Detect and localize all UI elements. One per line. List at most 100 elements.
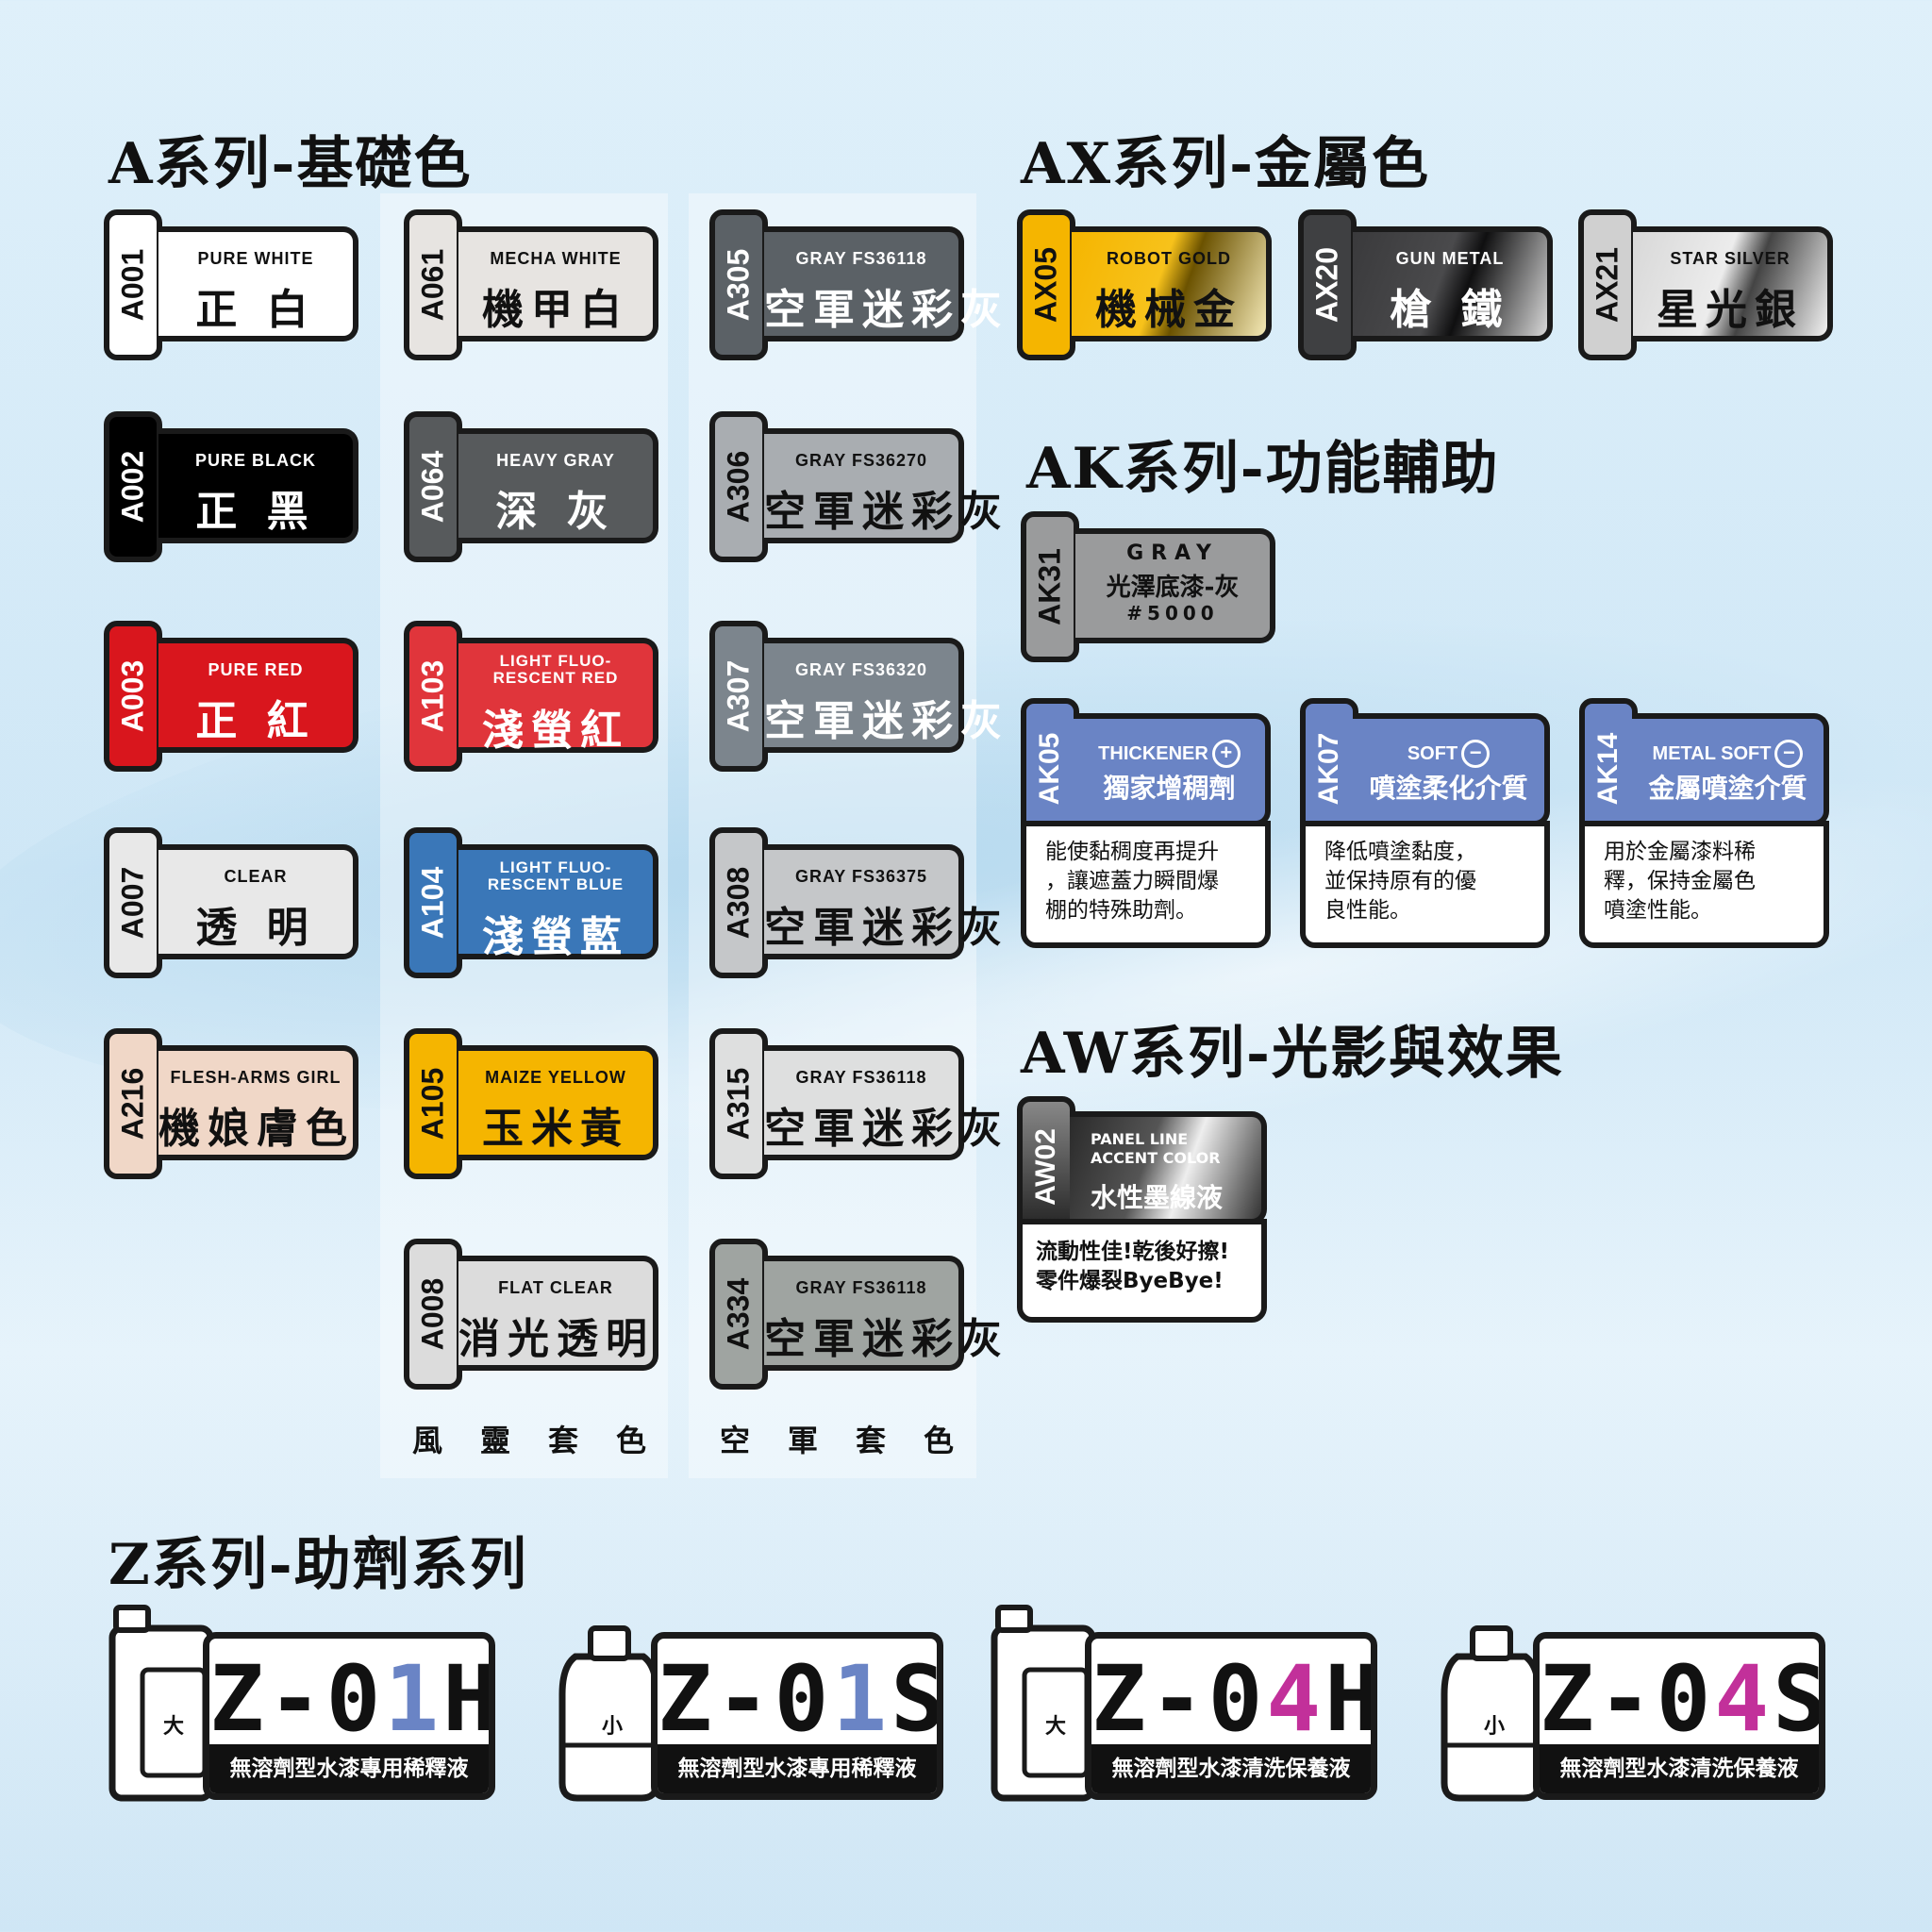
size-label: 小 [602,1715,624,1739]
z-product-number: Z-04S [1540,1646,1819,1752]
z-number-prefix: Z-0 [209,1646,385,1752]
paint-chinese-name: 深 灰 [495,488,616,536]
z-product-number: Z-01S [658,1646,937,1752]
paint-english-name: GRAY FS36270 [794,451,928,470]
z-product-number: Z-01H [209,1646,489,1752]
paint-code: A315 [721,1067,756,1141]
paint-chinese-name: 水性墨線液 [1091,1182,1224,1213]
paint-english-name: PURE RED [208,660,304,679]
paint-english-name-row: SOFT− [1353,740,1544,768]
paint-card-tab: A105 [404,1028,462,1179]
paint-description: 用於金屬漆料稀釋，保持金屬色噴塗性能。 [1579,821,1829,948]
paint-description: 降低噴塗黏度，並保持原有的優良性能。 [1300,821,1550,948]
paint-card-tab: AX21 [1578,209,1637,360]
paint-chinese-name: 消光透明 [458,1315,655,1363]
size-label: 大 [163,1715,185,1739]
paint-english-name: STAR SILVER [1670,249,1790,268]
paint-card-tab: A104 [404,827,462,978]
z-product-description: 無溶劑型水漆清洗保養液 [1540,1744,1819,1793]
paint-chinese-name: 空軍迷彩灰 [764,904,1009,952]
paint-code: AX21 [1590,246,1624,324]
paint-card-aw02[interactable]: AW02 PANEL LINE ACCENT COLOR 水性墨線液 流動性佳!… [1017,1096,1267,1346]
paint-chinese-name: 空軍迷彩灰 [764,1315,1009,1363]
paint-card-label: METAL SOFT−金屬噴塗介質 [1632,713,1829,826]
paint-code: AX05 [1028,246,1063,324]
paint-chinese-name: 金屬噴塗介質 [1648,773,1807,804]
paint-code: AK31 [1032,548,1067,625]
paint-card-tab: A064 [404,411,462,562]
paint-card-tab: A103 [404,621,462,772]
z-product-description: 無溶劑型水漆專用稀釋液 [209,1744,489,1793]
description-line: 零件爆裂ByeBye! [1036,1269,1224,1293]
paint-english-name-line-2: ACCENT COLOR [1091,1149,1221,1167]
z-number-highlight: 1 [832,1646,891,1752]
sign-circle-icon: + [1211,740,1241,768]
a-series-heading: A系列-基礎色 [108,131,473,197]
jug-bottle-icon [991,1605,1096,1802]
paint-english-name: GUN METAL [1395,249,1505,268]
paint-card-tab: A308 [709,827,768,978]
z-number-suffix: S [1773,1646,1825,1752]
paint-chinese-name: 淺螢藍 [482,913,629,961]
sign-circle-icon: − [1774,740,1804,768]
paint-card-tab: AK07 [1300,698,1358,840]
z-product-description: 無溶劑型水漆專用稀釋液 [658,1744,937,1793]
paint-code: A216 [115,1067,150,1141]
wind-spirit-kit-label: 風靈套色 [412,1423,685,1458]
description-line: 降低噴塗黏度， [1324,840,1476,864]
paint-card-tab: A007 [104,827,162,978]
aw-series-heading: AW系列-光影與效果 [1021,1021,1564,1087]
paint-english-name: GRAY FS36118 [795,1068,927,1087]
paint-english-name: HEAVY GRAY [496,451,615,470]
paint-card-tab: A003 [104,621,162,772]
paint-card-a064[interactable]: A064 HEAVY GRAY 深 灰 [404,411,658,562]
paint-description: 能使黏稠度再提升，讓遮蓋力瞬間爆棚的特殊助劑。 [1021,821,1271,948]
paint-english-name: GRAY FS36320 [794,660,928,679]
paint-card-ak31[interactable]: AK31 GRAY 光澤底漆-灰 #5000 [1021,511,1275,662]
paint-chinese-name: 淺螢紅 [482,707,629,755]
paint-code: AK05 [1034,732,1065,806]
paint-code: A061 [415,248,450,322]
z-number-highlight: 1 [384,1646,443,1752]
paint-code: A007 [115,866,150,940]
